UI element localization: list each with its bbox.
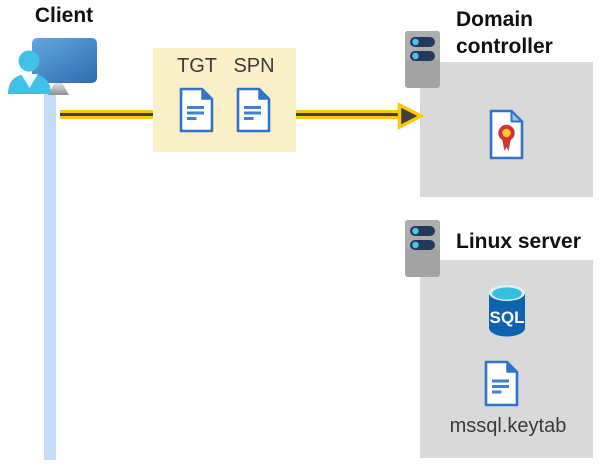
tgt-document-icon [179,87,214,133]
client-timeline-line [44,91,56,460]
keytab-document-icon [484,360,519,407]
monitor-stand-icon [48,83,69,95]
sql-icon-text: SQL [490,308,525,327]
domain-controller-label: Domain controller [456,8,553,58]
auth-request-arrowhead-icon [397,102,424,130]
certificate-icon [489,109,524,160]
person-icon [8,50,51,94]
ticket-box [153,48,296,152]
keytab-filename-label: mssql.keytab [449,415,567,437]
spn-document-icon [236,87,271,133]
client-label: Client [34,4,94,27]
spn-label: SPN [233,55,275,77]
domain-controller-server-icon [405,31,440,88]
tgt-label: TGT [177,55,217,77]
linux-server-label: Linux server [456,230,581,253]
monitor-icon [32,38,97,83]
sql-database-icon: SQL [489,285,525,337]
linux-server-icon [405,220,440,277]
